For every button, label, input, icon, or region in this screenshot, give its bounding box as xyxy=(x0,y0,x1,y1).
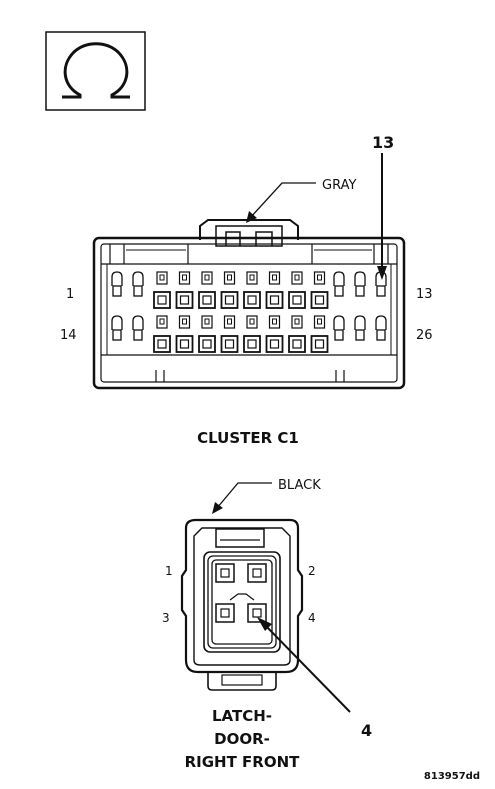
c1-pin-label-1: 1 xyxy=(66,287,74,302)
c1-main-pin-row1-4 xyxy=(220,271,239,309)
c1-connector-body xyxy=(92,236,406,390)
latch-pin-label-4: 4 xyxy=(308,611,316,625)
c1-main-pin-row2-3 xyxy=(198,315,216,353)
c1-side-pin-row2-left1 xyxy=(111,315,123,341)
c1-main-pin-row1-5 xyxy=(243,271,261,309)
latch-callout-arrowhead xyxy=(257,617,272,631)
c1-main-pin-row2-7 xyxy=(288,315,306,353)
latch-title-line1: LATCH- xyxy=(212,707,272,725)
black-leader-line xyxy=(216,482,272,509)
c1-main-pin-row1-2 xyxy=(175,271,194,309)
c1-main-pin-row1-7 xyxy=(288,271,306,309)
black-color-label: BLACK xyxy=(278,478,321,493)
gray-color-label: GRAY xyxy=(322,178,356,193)
latch-pin-cavities xyxy=(215,563,267,623)
gray-leader-line xyxy=(249,182,316,219)
cluster-c1-connector: GRAY 13 1 13 14 26 CLUSTER C1 xyxy=(60,133,433,447)
c1-side-pin-row2-right2 xyxy=(354,315,366,341)
c1-main-pin-row2-2 xyxy=(175,315,194,353)
black-leader-arrowhead xyxy=(212,502,223,514)
c1-pin-label-14: 14 xyxy=(60,328,77,343)
c1-main-pin-row2-4 xyxy=(220,315,239,353)
c1-main-pin-row1-3 xyxy=(198,271,216,309)
figure-id: 813957dd xyxy=(424,771,480,782)
c1-side-pin-row2-right3 xyxy=(375,315,387,341)
c1-side-pin-row1-left2 xyxy=(132,271,144,297)
c1-side-pin-row2-right1 xyxy=(333,315,345,341)
latch-pin-label-1: 1 xyxy=(165,564,173,578)
latch-connector: BLACK 4 1 2 3 xyxy=(162,478,372,771)
c1-side-pin-row1-left1 xyxy=(111,271,123,297)
c1-main-pin-row2-6 xyxy=(265,315,284,353)
c1-pin-cavities xyxy=(111,271,387,353)
latch-title-line2: DOOR- xyxy=(214,730,270,748)
c1-top-latch xyxy=(199,219,299,240)
c1-main-pin-row2-8 xyxy=(310,315,329,353)
latch-callout-pin-number: 4 xyxy=(361,721,372,740)
c1-main-pin-row1-8 xyxy=(310,271,329,309)
c1-main-pin-row2-1 xyxy=(153,315,171,353)
latch-callout-line xyxy=(263,623,351,713)
c1-main-pin-row2-5 xyxy=(243,315,261,353)
c1-side-pin-row1-right2 xyxy=(354,271,366,297)
c1-connector-title: CLUSTER C1 xyxy=(197,429,299,447)
c1-side-pin-row2-left2 xyxy=(132,315,144,341)
latch-connector-shell xyxy=(180,518,304,674)
latch-pin-label-2: 2 xyxy=(308,564,316,578)
c1-callout-arrowhead xyxy=(377,266,387,280)
continuity-omega-symbol-icon xyxy=(62,42,130,99)
c1-main-pin-row1-6 xyxy=(265,271,284,309)
latch-pin-label-3: 3 xyxy=(162,611,170,625)
c1-pin-label-26: 26 xyxy=(416,328,433,343)
c1-side-pin-row1-right1 xyxy=(333,271,345,297)
c1-callout-pin-number: 13 xyxy=(372,133,394,152)
c1-pin-label-13: 13 xyxy=(416,287,433,302)
c1-main-pin-row1-1 xyxy=(153,271,171,309)
continuity-symbol xyxy=(45,31,146,111)
latch-title-line3: RIGHT FRONT xyxy=(185,753,301,771)
